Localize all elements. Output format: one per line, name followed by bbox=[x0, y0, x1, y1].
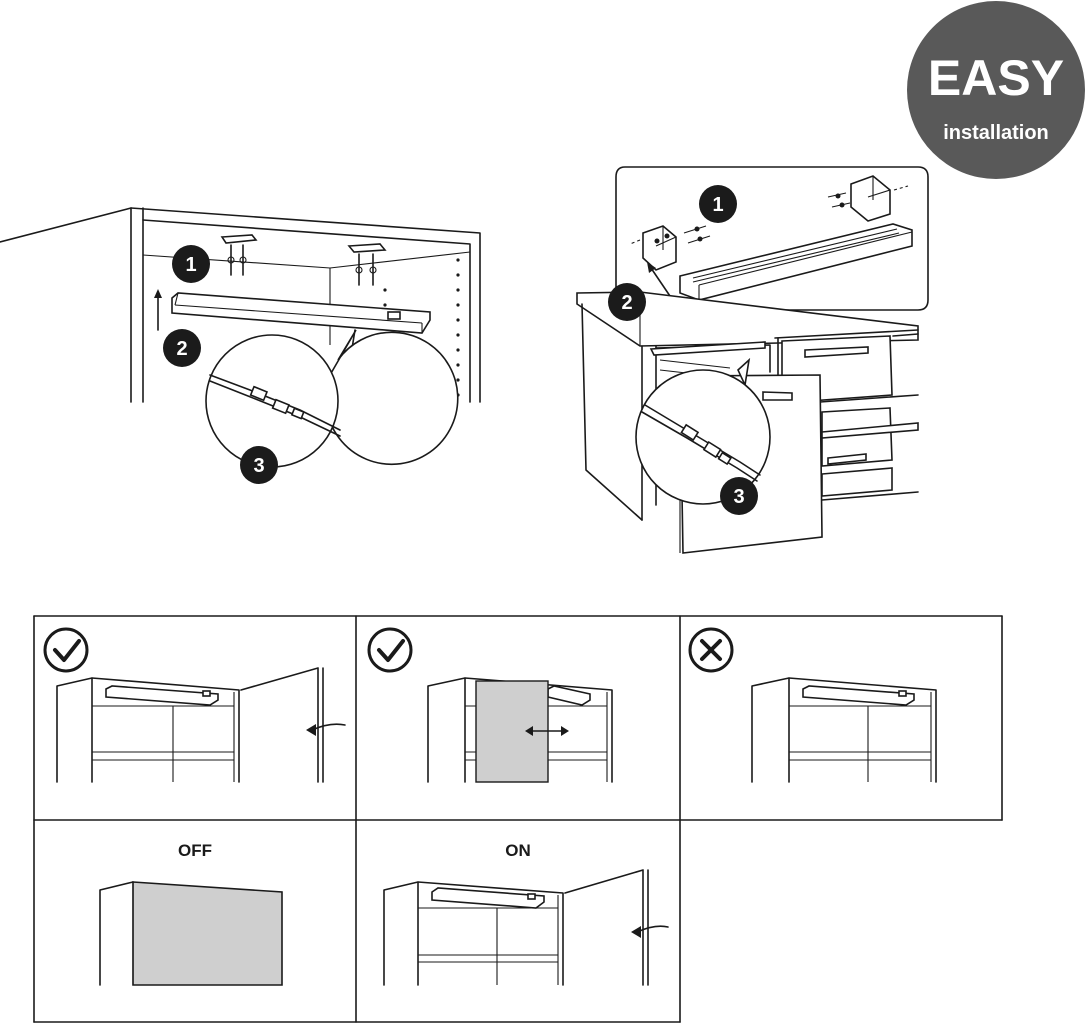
rotate-arrow-icon bbox=[311, 723, 346, 731]
panel-on: ON bbox=[383, 841, 669, 986]
rotate-arrow-icon bbox=[636, 925, 669, 933]
step-2-marker-right: 2 bbox=[608, 283, 646, 321]
badge-title: EASY bbox=[928, 50, 1064, 106]
base-cabinet-illustration: 1 bbox=[576, 166, 929, 554]
panel-correct-swing-door bbox=[43, 627, 346, 783]
badge-subtitle: installation bbox=[943, 122, 1049, 144]
step-3-marker-right: 3 bbox=[720, 477, 758, 515]
screws-left bbox=[629, 225, 711, 245]
panel-correct-sliding-door bbox=[367, 627, 613, 783]
mounting-clip-right bbox=[347, 243, 387, 286]
connector-zoom-bubble bbox=[205, 329, 459, 468]
step-1-number: 1 bbox=[712, 194, 723, 216]
connector-zoom-bubble-right bbox=[635, 357, 771, 505]
step-1-marker-right: 1 bbox=[699, 185, 737, 223]
off-label: OFF bbox=[178, 841, 212, 860]
sensor-usage-grid: OFF ON bbox=[33, 615, 1003, 1023]
step-3-number: 3 bbox=[253, 455, 264, 477]
end-bracket-right bbox=[827, 175, 909, 222]
step-1-number: 1 bbox=[185, 254, 196, 276]
easy-installation-badge: EASY installation bbox=[907, 1, 1085, 179]
step-2-number: 2 bbox=[176, 338, 187, 360]
step-2-marker-left: 2 bbox=[163, 329, 201, 367]
step-3-number: 3 bbox=[733, 486, 744, 508]
led-light-bar bbox=[171, 292, 431, 334]
end-bracket-left bbox=[642, 225, 677, 271]
step-2-number: 2 bbox=[621, 292, 632, 314]
on-label: ON bbox=[505, 841, 531, 860]
panel-off: OFF bbox=[99, 841, 283, 986]
wall-cabinet-illustration: 1 2 3 bbox=[0, 207, 481, 484]
step-1-marker-left: 1 bbox=[172, 245, 210, 283]
check-circle-icon bbox=[43, 627, 89, 673]
aluminium-profile bbox=[679, 223, 913, 301]
check-circle-icon bbox=[367, 627, 413, 673]
panel-incorrect-open bbox=[688, 627, 937, 783]
mounting-clip-left bbox=[220, 234, 258, 276]
x-circle-icon bbox=[688, 627, 734, 673]
step-3-marker-left: 3 bbox=[240, 446, 278, 484]
